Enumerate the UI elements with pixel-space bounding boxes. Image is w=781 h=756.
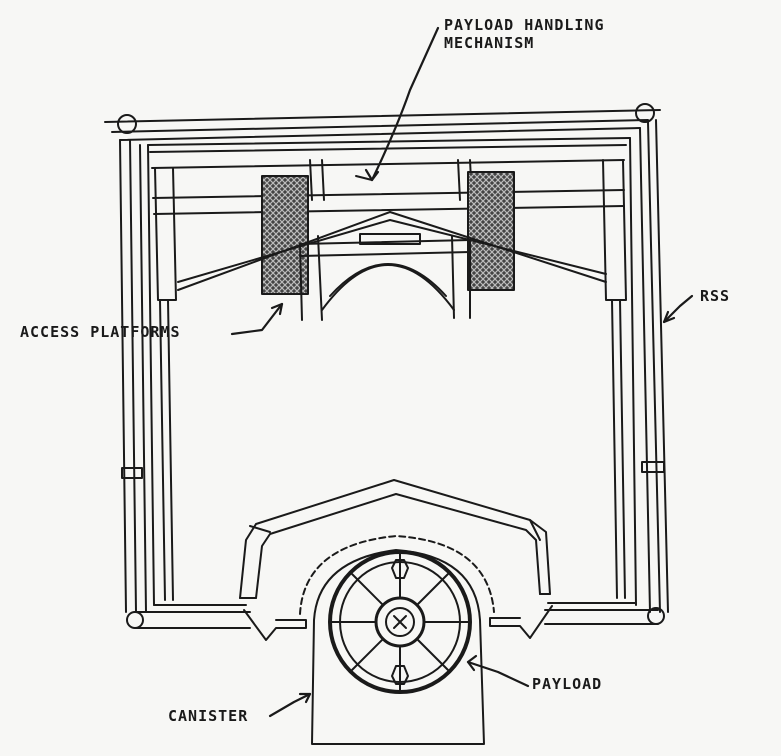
canister-roof xyxy=(239,479,553,641)
payload-handling-mechanism xyxy=(177,175,607,321)
access-leader xyxy=(230,302,284,336)
canister-body xyxy=(299,535,495,745)
phm-leader xyxy=(370,26,440,182)
inner-frame xyxy=(147,137,637,606)
canister-leader xyxy=(268,692,312,718)
rss-label: RSS xyxy=(700,287,731,305)
leader-arrows xyxy=(230,26,694,718)
canister-label: CANISTER xyxy=(168,707,249,725)
payload-handling-mechanism-label: PAYLOAD HANDLING MECHANISM xyxy=(444,16,605,52)
top-beams xyxy=(149,144,627,301)
rss-frame xyxy=(104,103,669,629)
payload-handling-label-line1: PAYLOAD HANDLING xyxy=(444,16,605,34)
payload-handling-label-line2: MECHANISM xyxy=(444,34,535,52)
rss-leader xyxy=(662,294,694,324)
access-platforms-label: ACCESS PLATFORMS xyxy=(20,323,181,341)
payload-label: PAYLOAD xyxy=(532,675,603,693)
payload-leader xyxy=(466,660,530,688)
payload-wheel xyxy=(328,550,472,694)
